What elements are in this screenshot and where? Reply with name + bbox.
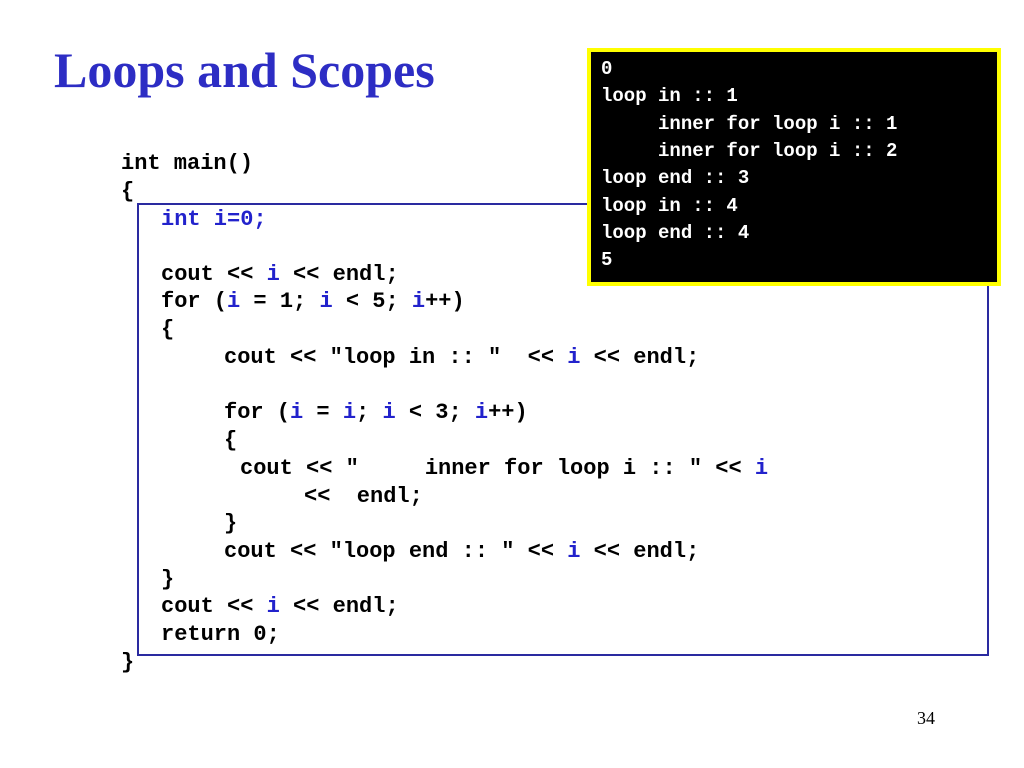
code-line: cout << "loop end :: " << i << endl;	[224, 538, 699, 565]
code-variable: i	[290, 400, 304, 425]
code-line: for (i = 1; i < 5; i++)	[161, 288, 465, 315]
code-text: int main()	[121, 151, 254, 176]
console-line: loop in :: 1	[601, 85, 738, 108]
console-line: loop end :: 3	[601, 167, 750, 190]
code-variable: i	[567, 345, 581, 370]
code-text: for (	[161, 289, 228, 314]
code-line: return 0;	[161, 621, 280, 648]
code-variable: i	[567, 539, 581, 564]
code-text: cout << " inner for loop i :: " <<	[240, 456, 755, 481]
code-text: cout <<	[161, 262, 267, 287]
code-text: return 0;	[161, 622, 280, 647]
code-line: int i=0;	[161, 206, 267, 233]
code-line: cout << i << endl;	[161, 261, 399, 288]
code-text: << endl;	[279, 262, 399, 287]
code-text: cout << "loop end :: " <<	[224, 539, 568, 564]
code-line: {	[224, 427, 237, 454]
code-text: ++)	[425, 289, 465, 314]
page-number: 34	[917, 708, 935, 728]
code-text: << endl;	[304, 484, 423, 509]
code-line: cout << "loop in :: " << i << endl;	[224, 344, 699, 371]
code-text: << endl;	[279, 594, 399, 619]
code-variable: i	[266, 594, 280, 619]
code-text: {	[121, 179, 135, 204]
console-line: loop end :: 4	[601, 221, 750, 244]
code-variable: i	[319, 289, 333, 314]
code-text: < 5;	[332, 289, 412, 314]
code-line: int main()	[121, 150, 253, 177]
code-text: << endl;	[580, 539, 700, 564]
code-variable: i	[382, 400, 396, 425]
console-line: inner for loop i :: 2	[601, 139, 898, 162]
code-text: }	[161, 567, 175, 592]
console-line: 5	[601, 249, 613, 272]
code-variable: i	[474, 400, 489, 425]
code-text: ++)	[488, 400, 528, 425]
code-text: {	[161, 317, 175, 342]
code-line: }	[121, 649, 134, 676]
code-text: cout <<	[161, 594, 267, 619]
code-variable: i	[411, 289, 426, 314]
code-line: cout << i << endl;	[161, 593, 399, 620]
code-line: }	[224, 510, 237, 537]
console-line: 0	[601, 58, 613, 80]
code-text: = 1;	[240, 289, 320, 314]
code-line: for (i = i; i < 3; i++)	[224, 399, 528, 426]
code-variable: i	[266, 262, 280, 287]
code-text: < 3;	[395, 400, 475, 425]
code-line: {	[161, 316, 174, 343]
slide-title: Loops and Scopes	[54, 42, 435, 98]
code-variable: i	[754, 456, 769, 481]
code-line: cout << " inner for loop i :: " << i	[240, 455, 768, 482]
scope-box	[137, 203, 989, 656]
code-text: }	[121, 650, 135, 675]
code-variable: i	[342, 400, 357, 425]
code-line: << endl;	[304, 483, 423, 510]
console-line: inner for loop i :: 1	[601, 112, 898, 135]
code-text: =	[303, 400, 343, 425]
code-text: << endl;	[580, 345, 700, 370]
code-text: {	[224, 428, 238, 453]
code-text: cout << "loop in :: " <<	[224, 345, 568, 370]
code-text: ;	[356, 400, 383, 425]
code-variable: i	[227, 289, 241, 314]
code-line: }	[161, 566, 174, 593]
code-line: {	[121, 178, 134, 205]
console-line: loop in :: 4	[601, 194, 738, 217]
code-text: }	[224, 511, 238, 536]
code-text: for (	[224, 400, 291, 425]
code-variable: int i=0;	[161, 207, 267, 232]
